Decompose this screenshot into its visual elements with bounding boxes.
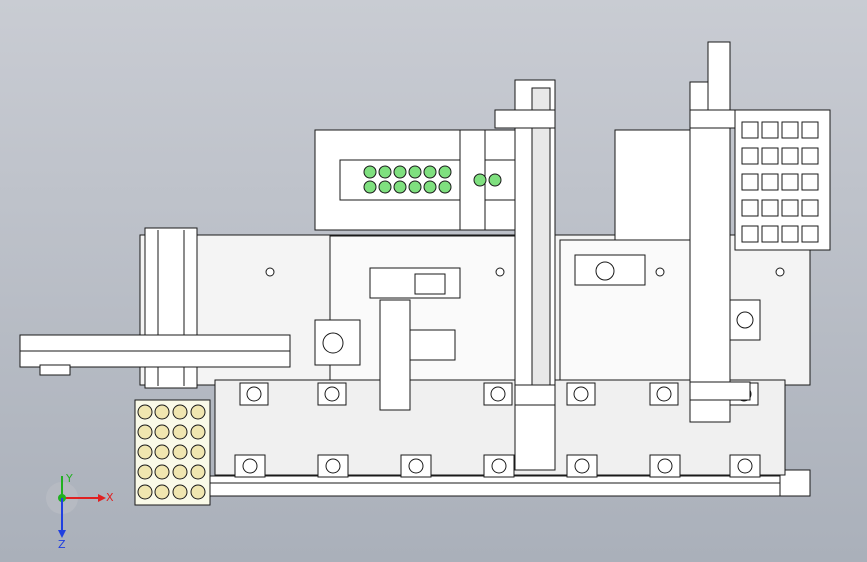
- center-module: [314, 254, 761, 411]
- center-gantry: [494, 79, 556, 471]
- left-conveyor: [19, 227, 291, 389]
- base-rail: [209, 469, 811, 497]
- z-axis-label: Z: [58, 538, 66, 550]
- x-axis-label: X: [106, 491, 114, 504]
- axis-triad: X Y Z: [46, 472, 114, 550]
- x-axis-arrow: [62, 494, 106, 502]
- left-tray: [134, 399, 211, 506]
- right-gantry: [689, 41, 751, 423]
- z-axis-arrow: [58, 498, 66, 538]
- right-tray: [614, 109, 831, 251]
- upper-carrier: [314, 129, 516, 231]
- y-axis-label: Y: [65, 472, 73, 485]
